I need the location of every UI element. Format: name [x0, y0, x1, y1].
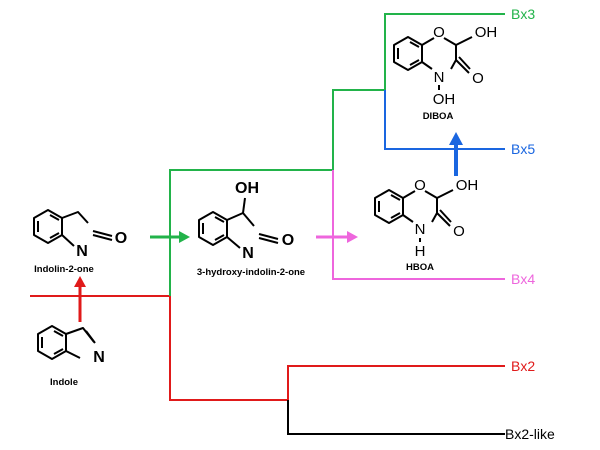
indolinone-n-atom: N [76, 243, 88, 260]
structure-diboa: O OH N OH O DIBOA [393, 24, 498, 122]
arrow-indolinone-to-hydroxyindolinone [150, 231, 190, 243]
hboa-o-ring-atom: O [414, 177, 426, 194]
branch-label-bx4: Bx4 [511, 271, 535, 287]
branch-line-bx4 [332, 170, 505, 280]
structure-indole: N Indole [37, 325, 105, 388]
branch-line-bx5 [384, 90, 505, 150]
caption-indolin-2-one: Indolin-2-one [34, 264, 94, 275]
indole-n-atom: N [93, 349, 105, 366]
arrow-hboa-to-diboa [449, 132, 463, 176]
branch-label-bx2-like: Bx2-like [505, 426, 555, 442]
indolinone-o-atom: O [115, 230, 127, 247]
arrow-hydroxyindolinone-to-hboa [316, 231, 358, 243]
branch-label-bx5: Bx5 [511, 141, 535, 157]
structure-hboa: O OH N H O HBOA [374, 177, 479, 273]
branch-line-bx2-root [30, 295, 505, 401]
hboa-o-atom: O [453, 223, 465, 240]
arrow-indole-to-indolinone [74, 276, 86, 322]
hydroxyindolinone-oh-atom: OH [235, 180, 259, 197]
hboa-h-atom: H [415, 243, 426, 260]
caption-diboa: DIBOA [423, 111, 454, 122]
hydroxyindolinone-n-atom: N [242, 245, 254, 262]
hboa-n-atom: N [415, 221, 426, 238]
branch-label-bx3: Bx3 [511, 6, 535, 22]
caption-hboa: HBOA [406, 262, 434, 273]
diboa-o-ring-atom: O [433, 24, 445, 41]
structure-indolin-2-one: N O Indolin-2-one [33, 209, 127, 275]
hboa-oh-atom: OH [456, 177, 479, 194]
diboa-o-atom: O [472, 70, 484, 87]
hydroxyindolinone-o-atom: O [282, 232, 294, 249]
caption-3-hydroxy-indolin-2-one: 3-hydroxy-indolin-2-one [197, 267, 305, 278]
tree-lines [30, 13, 505, 435]
branch-line-bx2like [287, 400, 505, 435]
branch-label-bx2: Bx2 [511, 358, 535, 374]
structure-3-hydroxy-indolin-2-one: OH N O 3-hydroxy-indolin-2-one [197, 180, 305, 278]
diboa-n-atom: N [434, 69, 445, 86]
branch-line-bx3 [169, 13, 505, 296]
diboa-oh-atom: OH [475, 24, 498, 41]
caption-indole: Indole [50, 377, 78, 388]
diboa-n-oh-atom: OH [433, 91, 456, 108]
